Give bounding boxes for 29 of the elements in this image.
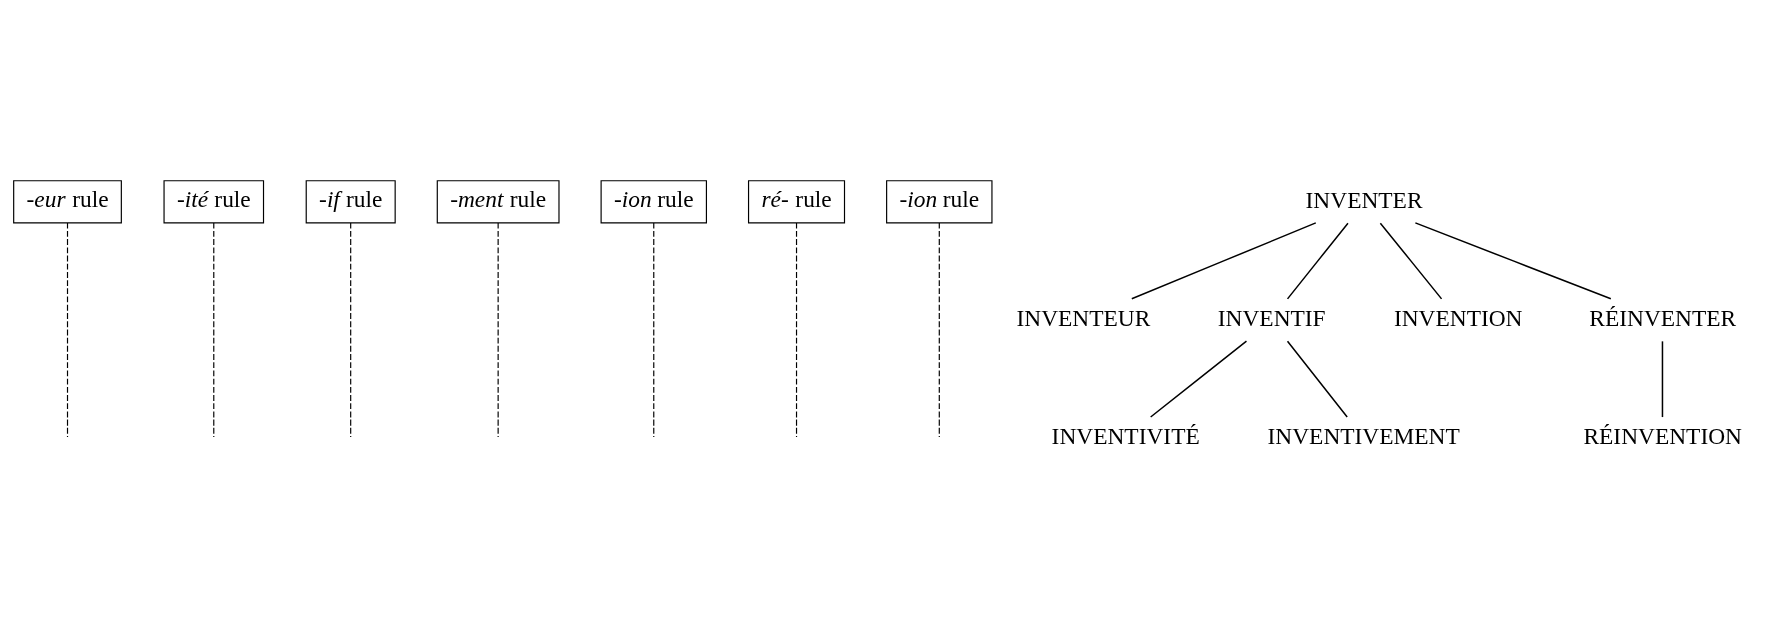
node-text: INVENTIVITÉ [1051, 422, 1200, 449]
node-box: -ité rule [162, 179, 264, 223]
node-box: -ion rule [600, 179, 707, 223]
connector [1379, 221, 1442, 300]
connector [795, 221, 797, 437]
connector [1414, 221, 1612, 300]
connector [212, 221, 214, 437]
node-text: RÉINVENTION [1582, 422, 1742, 449]
node-box: -ion rule [885, 179, 993, 223]
connector [1661, 340, 1663, 418]
node-text: INVENTIVEMENT [1267, 422, 1460, 449]
connector [1149, 339, 1247, 418]
node-box: -if rule [305, 179, 396, 223]
node-text: INVENTER [1305, 186, 1422, 213]
connector [938, 221, 940, 437]
connector [1286, 221, 1349, 300]
connector [1286, 340, 1348, 418]
connector [349, 221, 351, 437]
node-text: INVENTEUR [1016, 304, 1150, 331]
node-text: INVENTIF [1217, 304, 1326, 331]
connector [1130, 221, 1317, 300]
node-box: ré- rule [747, 179, 845, 223]
node-box: -eur rule [12, 179, 122, 223]
connector [66, 221, 68, 437]
connector [497, 221, 499, 437]
connector [652, 221, 654, 437]
node-text: INVENTION [1393, 304, 1523, 331]
node-box: -ment rule [436, 179, 560, 223]
node-text: RÉINVENTER [1588, 304, 1736, 331]
